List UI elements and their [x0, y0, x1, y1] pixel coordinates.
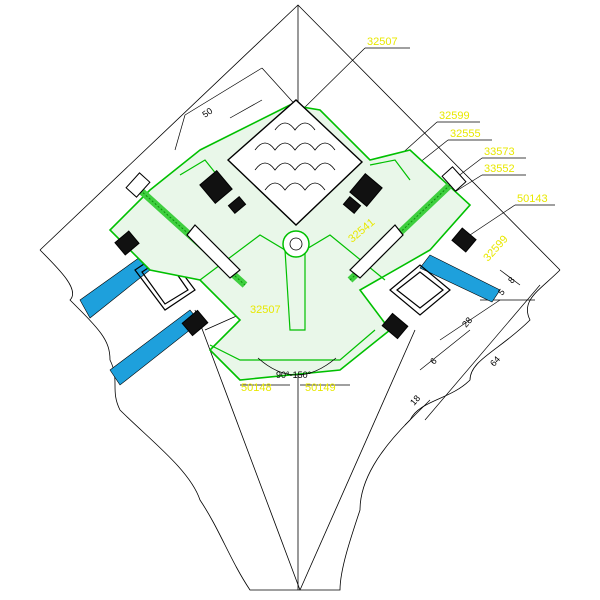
label-bottom-right: 50149 — [305, 382, 336, 394]
label-right-tilted: 32599 — [481, 233, 510, 264]
dim-right-64: 64 — [488, 354, 502, 368]
label-right: 50143 — [517, 193, 548, 205]
core-bore — [289, 237, 303, 251]
label-upper-right-3: 33573 — [484, 146, 515, 158]
dim-top-diag: 50 — [200, 106, 214, 120]
dim-right-5: 5 — [496, 287, 507, 297]
wall-outline — [39, 249, 561, 591]
gaskets — [114, 170, 477, 340]
dimension-lines — [174, 67, 541, 426]
angle-arc — [257, 357, 337, 376]
pressure-plates — [186, 224, 404, 279]
label-upper-right-4: 33552 — [484, 163, 515, 175]
dim-bottom-18: 18 — [408, 393, 422, 407]
dim-right-8: 8 — [506, 275, 517, 285]
top-cap — [226, 99, 364, 226]
label-bottom-left: 50148 — [241, 382, 272, 394]
label-upper-right-2: 32555 — [450, 128, 481, 140]
label-center-left: 32507 — [250, 304, 281, 316]
label-upper-right-1: 32599 — [439, 110, 470, 122]
label-top: 32507 — [367, 36, 398, 48]
dim-bottom-6: 6 — [428, 356, 439, 366]
dim-right-28: 28 — [460, 315, 474, 329]
